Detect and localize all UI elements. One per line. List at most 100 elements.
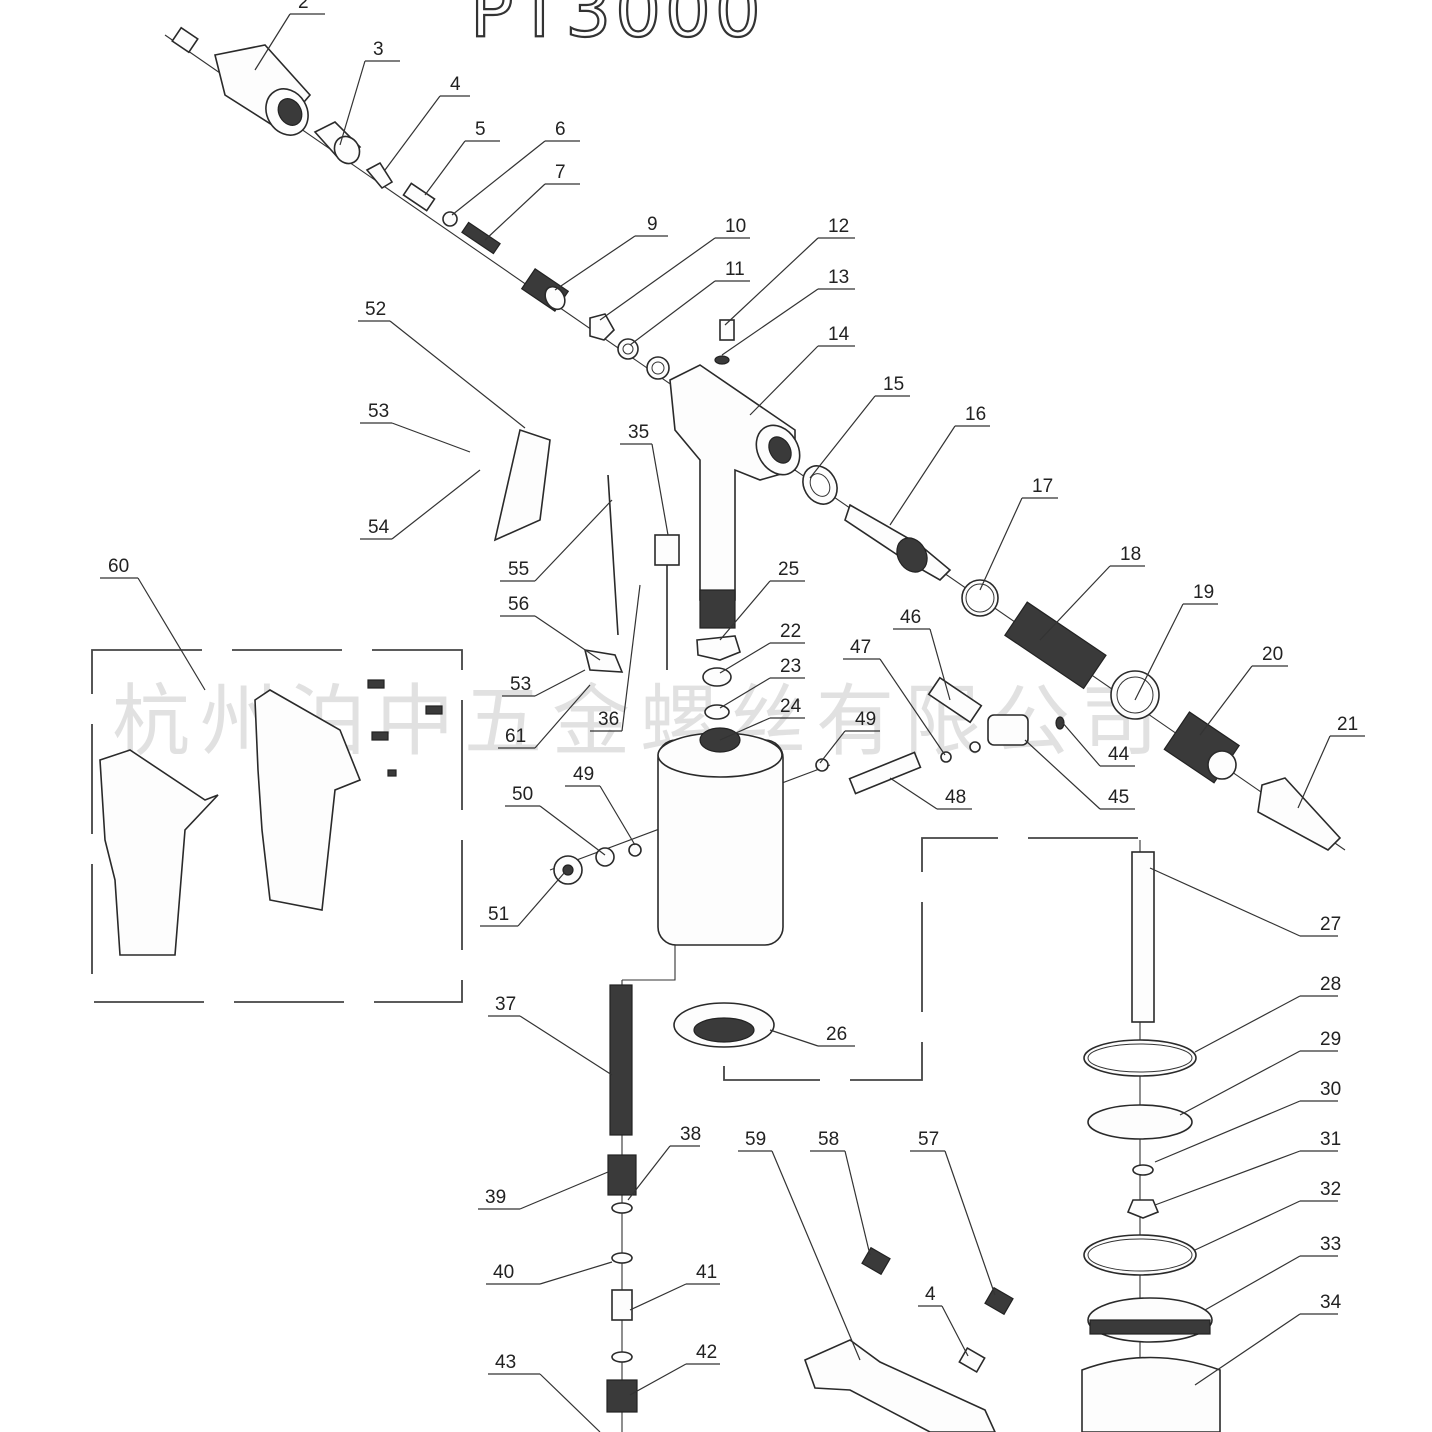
part-number-label: 22 <box>780 621 801 642</box>
jaw-housing-part <box>214 44 312 136</box>
callout-leader-line <box>629 1363 687 1396</box>
callout-leader-line <box>1134 603 1184 701</box>
o-ring-small-part <box>617 338 639 360</box>
part-number-label: 19 <box>1193 582 1214 603</box>
callout-leader-line <box>721 288 819 356</box>
part-number-label: 50 <box>512 784 533 805</box>
diagram-title: PT3000 <box>470 0 765 53</box>
callout-leader-line <box>1199 665 1253 736</box>
callout-leader-line <box>771 1150 861 1361</box>
part-number-label: 7 <box>555 162 566 183</box>
part-number-label: 55 <box>508 559 529 580</box>
part-number-label: 38 <box>680 1124 701 1145</box>
part-number-label: 60 <box>108 556 129 577</box>
piston-rod-part <box>844 503 952 581</box>
valve-rod-part <box>654 534 680 670</box>
callout-leader-line <box>1154 1150 1301 1206</box>
valve-link-line <box>622 930 676 981</box>
part-number-label: 18 <box>1120 544 1141 565</box>
callout-leader-line <box>629 280 716 346</box>
o-ring-28-part <box>1083 1039 1197 1077</box>
piston-29-part <box>1087 1104 1193 1140</box>
callout-leader-line <box>389 320 526 429</box>
valve-body-46-part <box>927 676 983 724</box>
o-ring-32-part <box>1083 1234 1197 1276</box>
part-number-label: 23 <box>780 656 801 677</box>
callout-leader-line <box>534 499 613 582</box>
part-number-label: 12 <box>828 216 849 237</box>
callout-leaders <box>100 13 1365 1432</box>
valve-45-part <box>987 714 1029 746</box>
callout-leader-line <box>539 1261 613 1285</box>
pin-44-part <box>1055 716 1065 730</box>
part-number-label: 14 <box>828 324 850 345</box>
callout-leader-line <box>1061 721 1101 767</box>
washer-40a-part <box>611 1252 633 1264</box>
part-number-label: 3 <box>373 39 384 60</box>
seal-ring-part <box>802 465 838 505</box>
connector-part <box>520 268 570 312</box>
callout-leader-line <box>719 580 771 641</box>
callout-leader-line <box>889 425 956 526</box>
callout-leader-line <box>979 497 1023 591</box>
callout-leader-line <box>1194 1313 1301 1386</box>
part-number-label: 6 <box>555 119 566 140</box>
handle-screws-part <box>367 679 443 777</box>
part-number-label: 47 <box>850 637 871 658</box>
end-cap-part <box>1163 711 1241 784</box>
base-gear-part <box>673 1002 775 1048</box>
callout-leader-line <box>539 805 606 856</box>
washer-22-part <box>702 667 732 687</box>
ring-17-part <box>961 579 999 617</box>
callout-leader-line <box>769 1029 819 1047</box>
return-spring-part <box>1004 601 1107 690</box>
callout-leader-line <box>1039 565 1111 641</box>
washer-50-part <box>595 847 615 867</box>
spring-37-part <box>609 984 633 1136</box>
part-number-label: 48 <box>945 787 966 808</box>
part-number-label: 49 <box>855 709 876 730</box>
callout-leader-line <box>254 13 291 71</box>
callout-leader-line <box>929 628 951 701</box>
part-number-label: 28 <box>1320 974 1341 995</box>
callout-leader-line <box>534 684 591 749</box>
callout-leader-line <box>749 345 819 416</box>
callout-leader-line <box>651 443 669 536</box>
callout-leader-line <box>879 658 946 756</box>
callout-leader-line <box>1024 739 1101 810</box>
part-number-label: 39 <box>485 1187 506 1208</box>
base-link-dashed <box>723 837 1138 1081</box>
part-number-label: 21 <box>1337 714 1358 735</box>
callout-leader-line <box>519 1015 613 1076</box>
callout-leader-line <box>599 237 716 321</box>
part-number-label: 11 <box>725 259 745 280</box>
callout-leader-line <box>1154 1100 1301 1163</box>
part-number-label: 46 <box>900 607 921 628</box>
part-number-label: 35 <box>628 422 649 443</box>
callout-leader-line <box>819 730 846 764</box>
callout-leader-line <box>1149 867 1301 937</box>
callout-leader-line <box>424 140 466 196</box>
nozzle-part <box>171 26 199 54</box>
part-number-label: 15 <box>883 374 904 395</box>
callout-leader-line <box>519 1171 609 1210</box>
part-number-label: 25 <box>778 559 799 580</box>
part-number-label: 32 <box>1320 1179 1341 1200</box>
callout-leader-line <box>944 1150 996 1296</box>
callout-leader-line <box>809 395 876 479</box>
callout-leader-line <box>534 615 601 661</box>
callout-leader-line <box>629 1283 687 1311</box>
callout-leader-line <box>599 785 636 846</box>
part-number-label: 13 <box>828 267 849 288</box>
callout-leader-line <box>391 422 471 453</box>
seal-38-part <box>611 1202 633 1214</box>
part-number-label: 34 <box>1320 1292 1342 1313</box>
fitting-58-part <box>861 1246 891 1276</box>
trigger-rod-part <box>607 474 619 636</box>
part-number-label: 2 <box>298 0 309 13</box>
cylinder-head-part <box>657 727 784 946</box>
jaw-part <box>365 161 394 190</box>
part-number-label: 24 <box>780 696 802 717</box>
